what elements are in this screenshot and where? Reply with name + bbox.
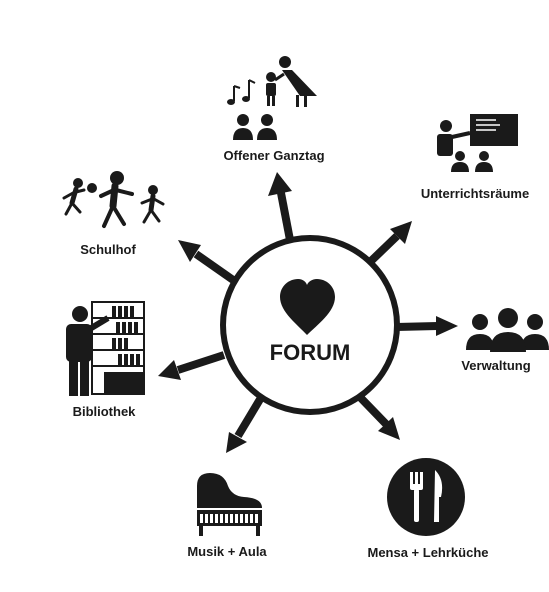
label-unterrichtsraeume: Unterrichtsräume <box>420 186 530 201</box>
arrow-musik <box>226 393 266 453</box>
classroom-icon <box>437 114 518 172</box>
label-musik: Musik + Aula <box>187 544 267 559</box>
fork-knife-icon <box>387 458 465 536</box>
library-icon <box>66 301 145 396</box>
forum-label: FORUM <box>269 340 351 365</box>
people-group-icon <box>466 308 549 352</box>
piano-icon <box>197 473 262 536</box>
arrow-schulhof <box>178 240 239 286</box>
arrow-verwaltung <box>395 316 458 336</box>
playing-children-icon <box>62 171 165 228</box>
label-bibliothek: Bibliothek <box>72 404 136 419</box>
family-music-icon <box>227 56 317 140</box>
label-mensa: Mensa + Lehrküche <box>367 545 489 560</box>
label-offener-ganztag: Offener Ganztag <box>223 148 325 163</box>
arrow-unterrichtsraeume <box>367 221 412 265</box>
label-schulhof: Schulhof <box>80 242 136 257</box>
arrow-bibliothek <box>158 351 226 380</box>
heart-icon <box>280 279 335 335</box>
label-verwaltung: Verwaltung <box>461 358 531 373</box>
arrow-mensa <box>353 390 400 440</box>
arrow-offener-ganztag <box>268 172 294 241</box>
